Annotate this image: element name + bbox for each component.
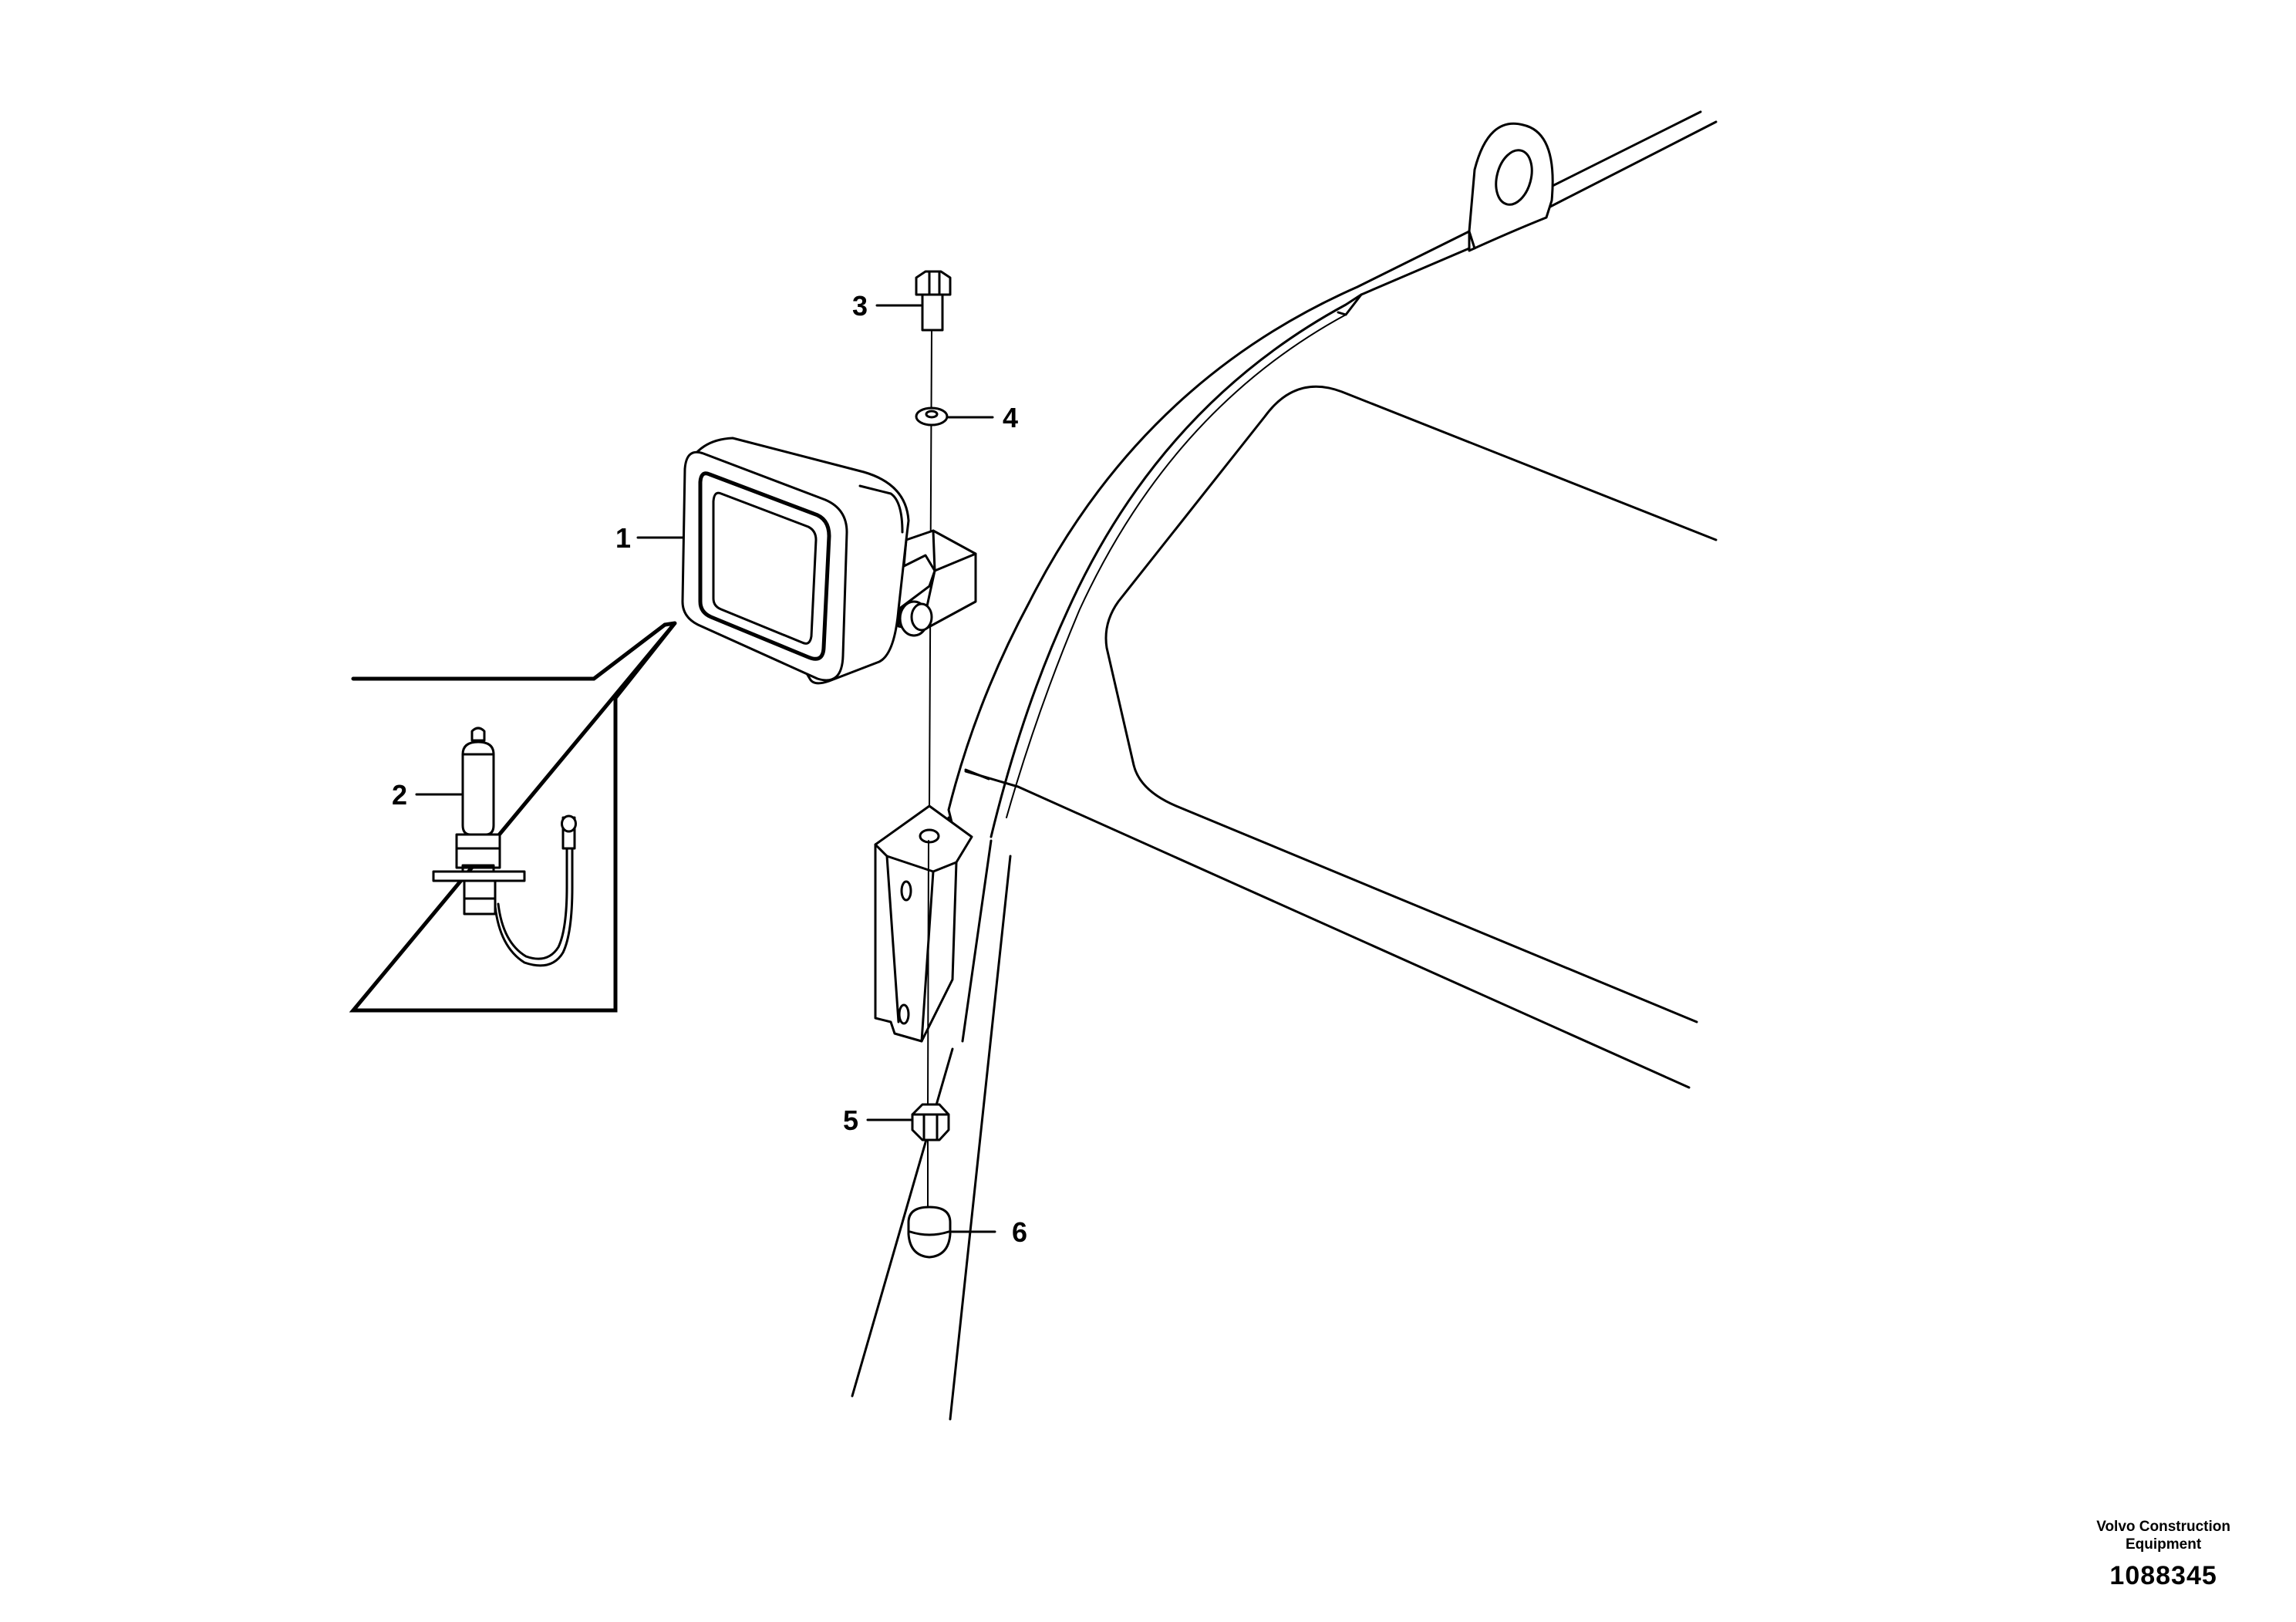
cab-frame [851, 110, 1718, 1421]
bolt [915, 270, 952, 332]
document-footer: Volvo Construction Equipment 1088345 [2096, 1518, 2230, 1591]
nut [911, 1103, 950, 1141]
document-number: 1088345 [2109, 1561, 2217, 1590]
manufacturer-line-1: Volvo Construction [2096, 1519, 2230, 1535]
callout-labels: 1 2 3 4 5 6 [392, 290, 1027, 1248]
callout-2: 2 [392, 779, 407, 811]
washer [915, 406, 949, 427]
manufacturer-line-2: Equipment [2126, 1536, 2202, 1553]
bulb-detail-inset [349, 621, 677, 1013]
callout-5: 5 [843, 1104, 858, 1136]
leader-lines [415, 304, 996, 1233]
work-lamp [681, 437, 977, 685]
callout-3: 3 [852, 290, 868, 322]
assembly-axis [927, 331, 932, 1231]
halogen-bulb [432, 727, 577, 967]
callout-6: 6 [1012, 1216, 1027, 1248]
cap-nut [907, 1206, 952, 1259]
callout-1: 1 [615, 522, 631, 554]
lamp-bracket [874, 804, 973, 1043]
callout-4: 4 [1003, 402, 1018, 433]
